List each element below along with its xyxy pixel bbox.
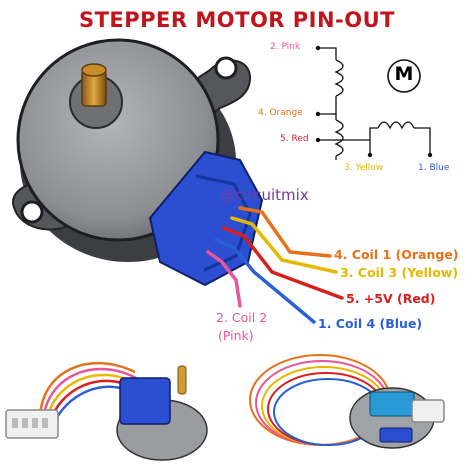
schematic-terminals bbox=[315, 45, 433, 158]
schematic-label-red: 5. Red bbox=[280, 134, 309, 144]
wire-orange bbox=[238, 206, 332, 258]
schematic bbox=[318, 47, 431, 160]
wire-blue bbox=[214, 238, 316, 324]
wire-label-coil2-color: (Pink) bbox=[218, 328, 254, 343]
schematic-label-blue: 1. Blue bbox=[418, 163, 450, 173]
small-connector-left bbox=[119, 377, 171, 425]
schematic-label-orange: 4. Orange bbox=[258, 108, 303, 118]
photo-left-module bbox=[5, 362, 208, 461]
wire-label-coil3: 3. Coil 3 (Yellow) bbox=[340, 265, 459, 280]
wire-label-coil4: 1. Coil 4 (Blue) bbox=[318, 316, 423, 331]
coil-a-upper bbox=[334, 59, 344, 97]
page-title: STEPPER MOTOR PIN-OUT bbox=[78, 8, 396, 32]
mounting-hole-left bbox=[20, 200, 44, 224]
schem-wire-blue bbox=[414, 127, 431, 155]
photo-right-module bbox=[249, 354, 445, 449]
wires bbox=[206, 206, 344, 324]
motor-can bbox=[16, 38, 220, 242]
motor-symbol-label: M bbox=[394, 63, 414, 85]
wire-yellow bbox=[230, 216, 338, 274]
motor-sticker-right bbox=[369, 391, 415, 417]
schematic-label-yellow: 3. Yellow bbox=[344, 163, 384, 173]
wire-label-coil1: 4. Coil 1 (Orange) bbox=[334, 247, 459, 262]
schematic-label-pink: 2. Pink bbox=[270, 42, 301, 52]
coil-a-lower bbox=[334, 119, 344, 157]
stepper-motor bbox=[12, 38, 264, 287]
schem-wire-orange bbox=[318, 96, 337, 115]
wire-pink bbox=[206, 250, 242, 308]
wire-label-coil2: 2. Coil 2 bbox=[216, 310, 268, 325]
schem-wire-pink bbox=[318, 47, 337, 60]
shaft-top bbox=[81, 63, 107, 77]
motor-symbol-circle bbox=[387, 59, 421, 93]
mounting-hole-right bbox=[214, 56, 238, 80]
wire-label-vcc: 5. +5V (Red) bbox=[346, 291, 436, 306]
coil-b bbox=[377, 121, 415, 130]
white-connector-right bbox=[411, 399, 445, 423]
brand-watermark: @circuitmix bbox=[220, 186, 309, 204]
wire-red bbox=[222, 226, 344, 300]
